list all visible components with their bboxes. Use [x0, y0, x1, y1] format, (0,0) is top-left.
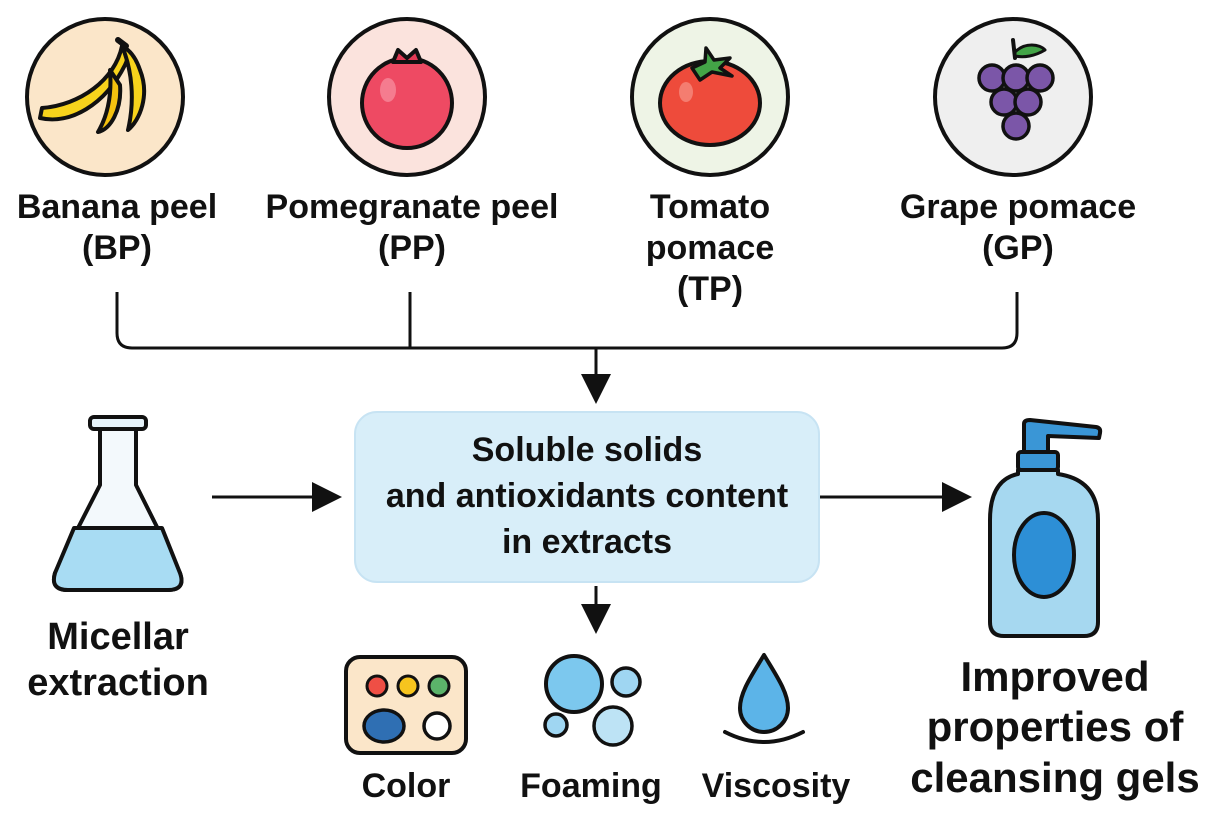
source-code: (TP)	[676, 269, 744, 308]
source-code: (GP)	[982, 228, 1054, 267]
center-line-3: in extracts	[501, 522, 673, 561]
source-name: Banana peel	[16, 188, 218, 226]
source-code: (PP)	[378, 228, 446, 267]
property-label-color: Color	[361, 767, 451, 805]
outcome-label: Improved properties of cleansing gels	[895, 652, 1215, 803]
process-line-1: Micellar	[47, 616, 189, 658]
source-name: Pomegranate peel	[265, 188, 559, 226]
grapes-icon	[933, 17, 1093, 177]
process-label: Micellar extraction	[13, 615, 223, 706]
source-label-tomato: Tomato pomace (TP)	[545, 187, 875, 309]
banana-icon	[25, 17, 185, 177]
outcome-line-2: properties of	[926, 703, 1184, 751]
bubbles-icon	[543, 654, 642, 747]
source-label-grape: Grape pomace (GP)	[853, 187, 1183, 269]
source-label-pomegranate: Pomegranate peel (PP)	[247, 187, 577, 269]
source-label-banana: Banana peel (BP)	[0, 187, 282, 269]
center-line-2: and antioxidants content	[385, 477, 789, 516]
color-palette-icon	[344, 655, 468, 755]
source-code: (BP)	[82, 228, 152, 267]
droplet-icon	[723, 653, 805, 744]
process-line-2: extraction	[27, 661, 209, 704]
center-box	[354, 411, 820, 583]
source-name: Grape pomace	[899, 188, 1137, 226]
source-name-line2: pomace	[645, 228, 775, 267]
pump-bottle-icon	[988, 418, 1103, 638]
property-label-foaming: Foaming	[520, 767, 662, 805]
center-line-1: Soluble solids	[471, 431, 703, 470]
source-connector	[115, 292, 1019, 350]
center-box-text: Soluble solids and antioxidants content …	[355, 412, 819, 582]
pomegranate-icon	[327, 17, 487, 177]
outcome-line-1: Improved	[960, 653, 1150, 700]
source-name: Tomato	[649, 188, 771, 226]
flask-icon	[51, 415, 184, 592]
outcome-line-3: cleansing gels	[910, 753, 1200, 801]
property-label-viscosity: Viscosity	[701, 767, 851, 805]
tomato-icon	[630, 17, 790, 177]
